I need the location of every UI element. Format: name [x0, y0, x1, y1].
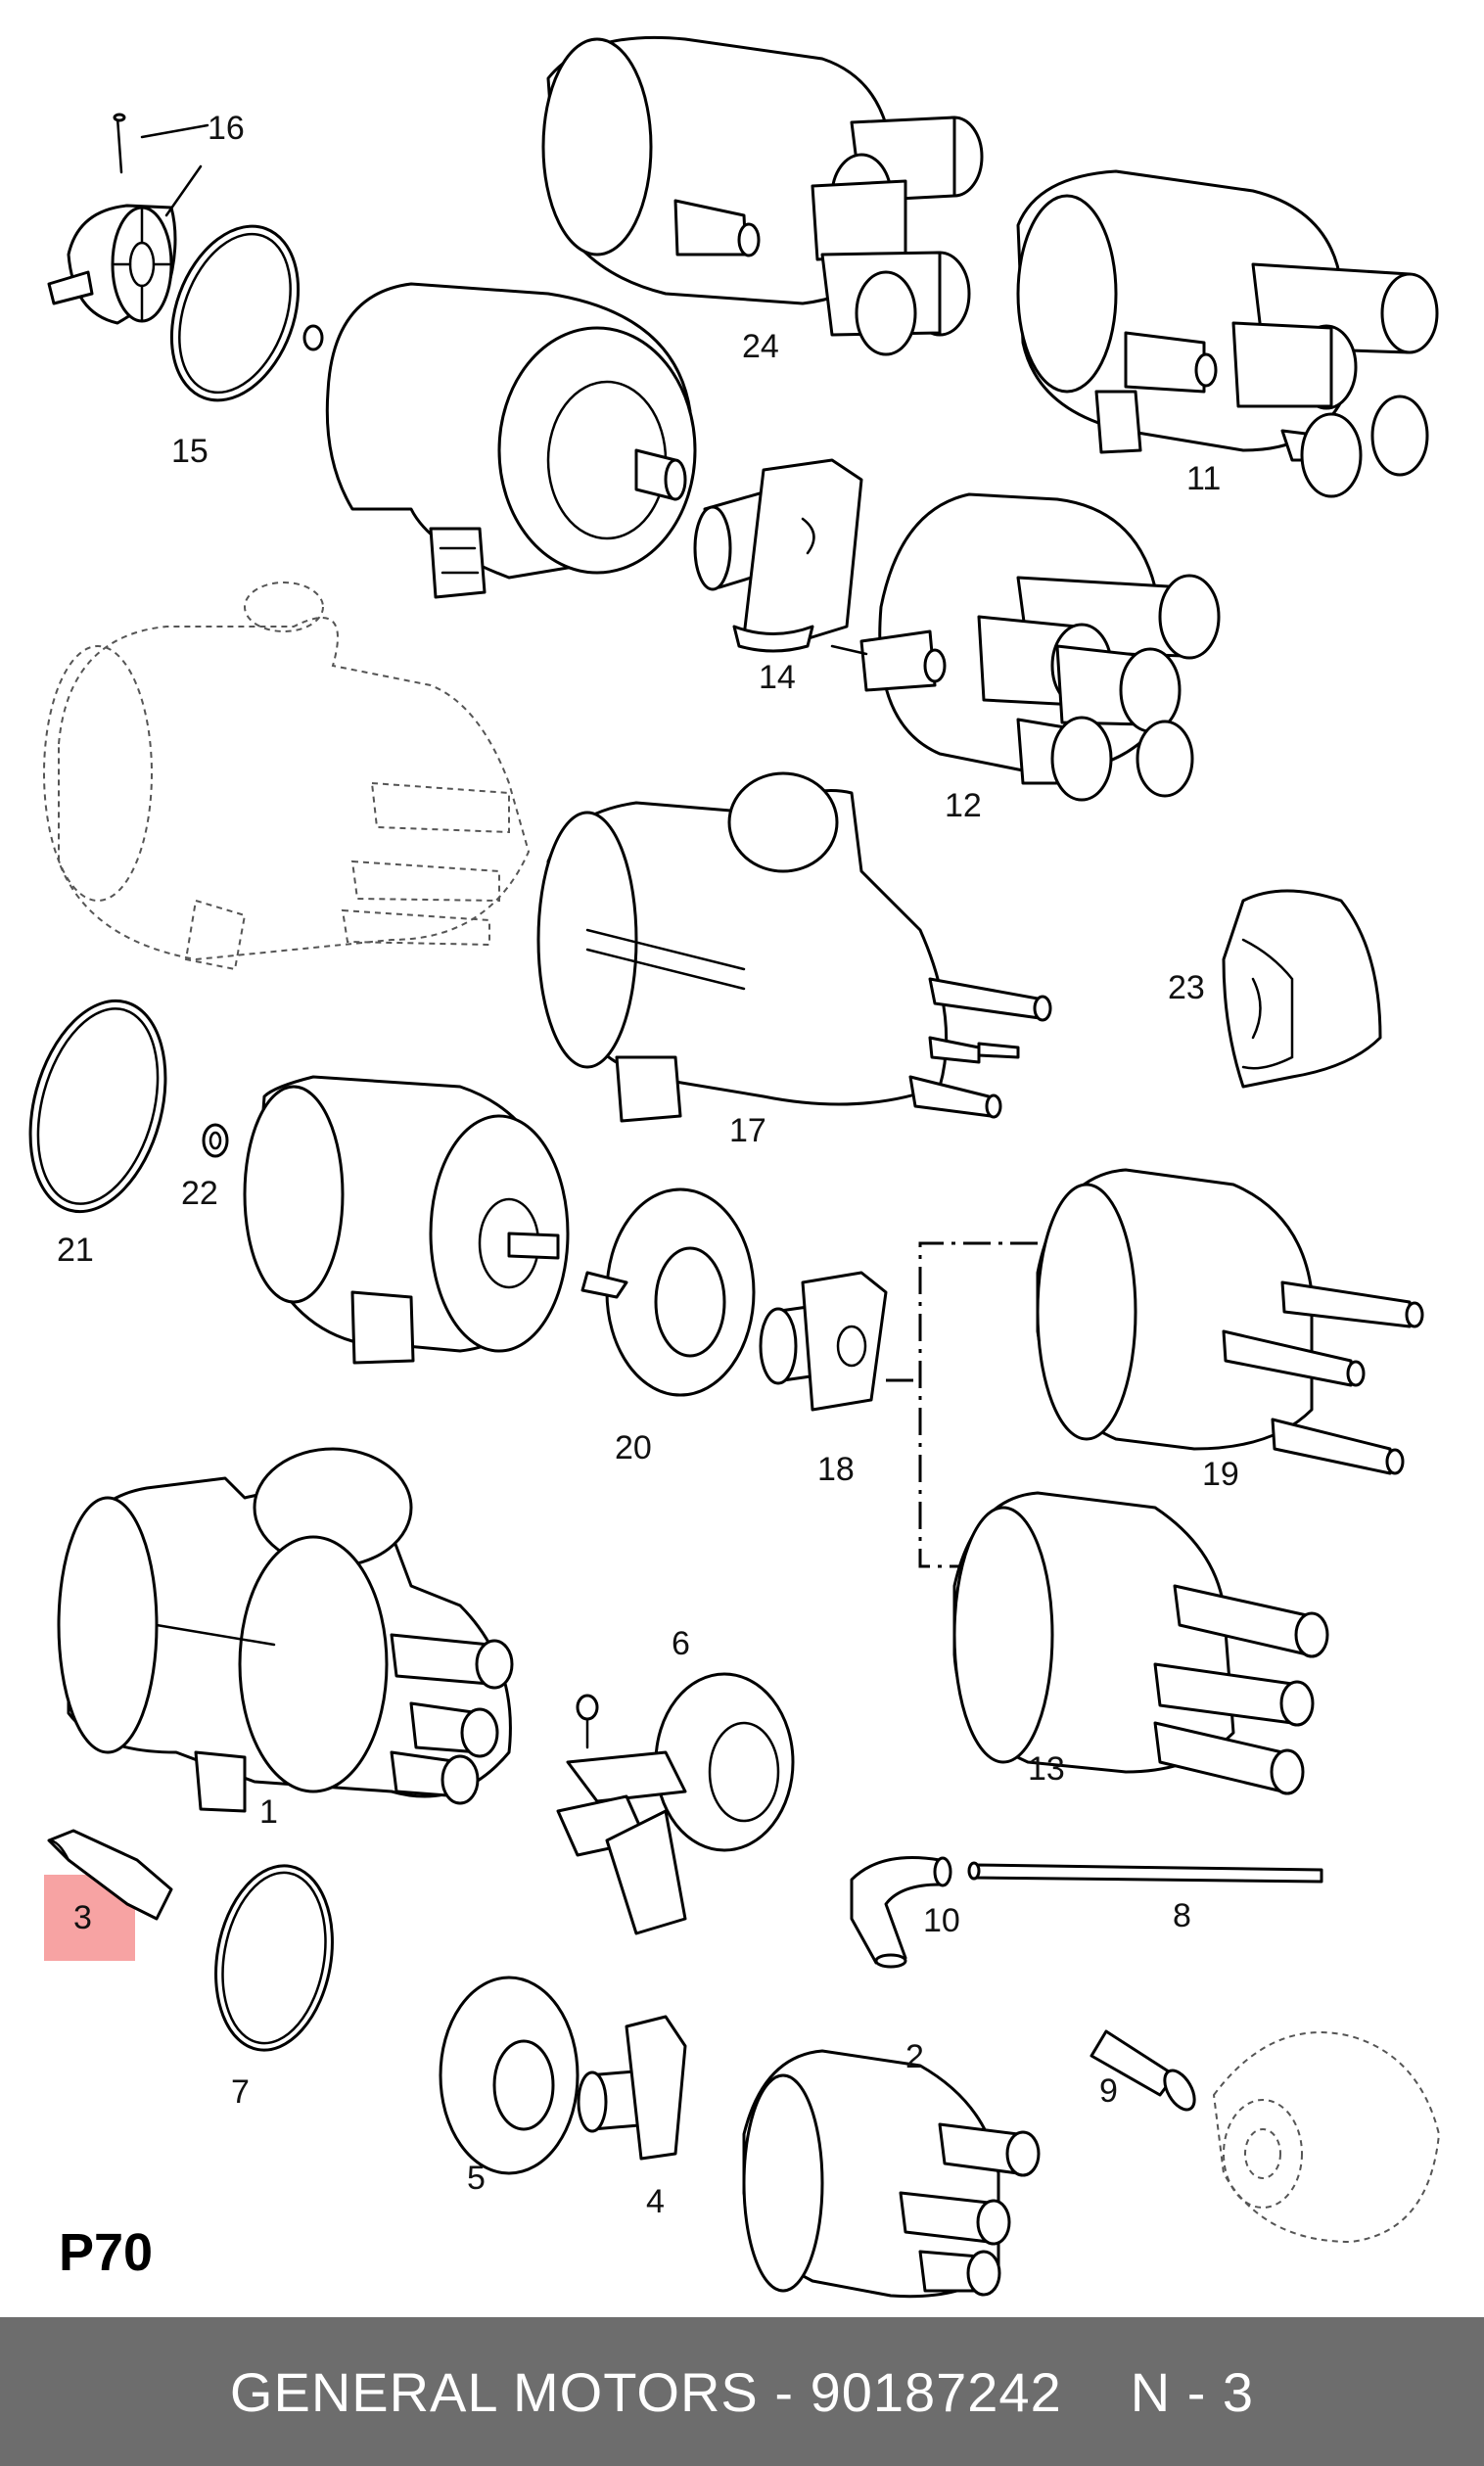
part-23-cover[interactable] — [1222, 889, 1382, 1089]
part-10-elbow[interactable] — [850, 1856, 952, 1969]
callout-13: 13 — [1028, 1750, 1065, 1788]
ghost-distributor-outline — [43, 582, 531, 971]
callout-19: 19 — [1202, 1456, 1239, 1493]
callout-11: 11 — [1186, 460, 1221, 497]
callout-20: 20 — [615, 1429, 652, 1466]
part-1-distributor[interactable] — [57, 1447, 514, 1813]
part-9-hose[interactable] — [1090, 2029, 1200, 2115]
part-16-sensor[interactable] — [47, 113, 209, 325]
callout-1: 1 — [259, 1793, 278, 1831]
part-distributor-body-top[interactable] — [325, 282, 697, 599]
footer-bar: GENERAL MOTORS - 90187242 N - 3 — [0, 2317, 1484, 2466]
part-22-washer[interactable] — [202, 1123, 229, 1158]
part-15-oring[interactable] — [149, 209, 324, 418]
callout-24: 24 — [742, 328, 779, 365]
part-7-oring[interactable] — [202, 1856, 346, 2059]
callout-8: 8 — [1173, 1897, 1191, 1934]
callout-5: 5 — [467, 2160, 486, 2197]
dashdot-connector — [886, 1241, 1038, 1568]
callout-12: 12 — [945, 787, 982, 824]
part-19-cap[interactable] — [1036, 1168, 1424, 1475]
part-4-rotor[interactable] — [577, 2015, 687, 2161]
callout-2: 2 — [905, 2038, 924, 2075]
callout-21: 21 — [57, 1232, 94, 1269]
part-5-shield[interactable] — [439, 1976, 580, 2175]
exploded-parts-diagram: 16 15 24 11 14 12 23 17 21 22 20 18 19 6… — [9, 35, 1441, 2299]
callout-4: 4 — [646, 2183, 665, 2220]
part-11-cap[interactable] — [1016, 169, 1439, 498]
part-20-shield[interactable] — [580, 1187, 756, 1397]
callout-7: 7 — [231, 2073, 250, 2111]
footer-part-number: 90187242 — [810, 2360, 1062, 2423]
footer-position: N - 3 — [1130, 2360, 1255, 2423]
part-24-cap[interactable] — [541, 35, 984, 356]
callout-23: 23 — [1168, 969, 1205, 1006]
callout-14: 14 — [759, 659, 796, 696]
callout-9: 9 — [1099, 2072, 1118, 2110]
footer-separator: - — [774, 2360, 794, 2423]
part-8-rod[interactable] — [967, 1861, 1323, 1884]
callout-3: 3 — [73, 1899, 92, 1936]
part-17-distributor[interactable] — [536, 771, 1052, 1123]
part-13-cap[interactable] — [952, 1491, 1329, 1795]
callout-22: 22 — [181, 1175, 218, 1212]
part-18-rotor[interactable] — [759, 1271, 888, 1412]
part-21-oring[interactable] — [9, 986, 188, 1227]
callout-10: 10 — [923, 1902, 960, 1939]
ghost-vacuum-unit — [1212, 2031, 1441, 2244]
footer-brand: GENERAL MOTORS — [229, 2360, 759, 2423]
part-14-rotor[interactable] — [693, 458, 863, 653]
part-3-clip[interactable] — [47, 1829, 173, 1921]
callout-18: 18 — [817, 1451, 855, 1488]
part-ignition-module[interactable] — [243, 1075, 570, 1365]
part-2-cap[interactable] — [742, 2049, 1041, 2299]
callout-6: 6 — [672, 1625, 690, 1662]
callout-labels: 16 15 24 11 14 12 23 17 21 22 20 18 19 6… — [57, 110, 1239, 2220]
callout-16: 16 — [208, 110, 245, 147]
page-code: P70 — [59, 2223, 154, 2282]
part-12-cap[interactable] — [830, 492, 1221, 802]
callout-17: 17 — [729, 1112, 766, 1149]
callout-15: 15 — [171, 433, 209, 470]
part-6-bracket[interactable] — [556, 1672, 795, 1935]
